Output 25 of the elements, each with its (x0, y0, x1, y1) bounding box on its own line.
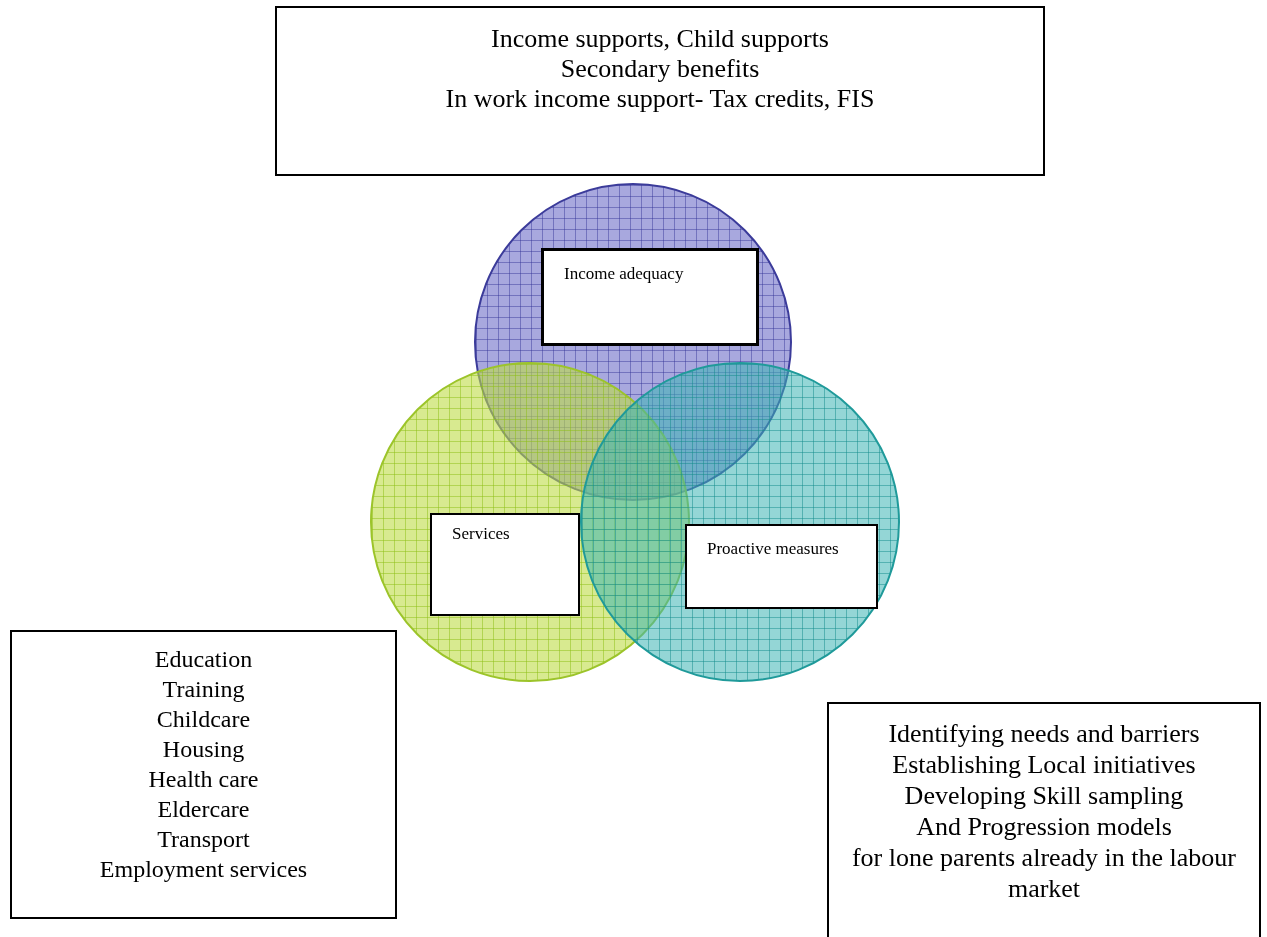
box-text: Proactive measures (707, 538, 840, 560)
text-box (685, 524, 878, 609)
text-box (827, 702, 1261, 937)
box-text: Childcare (155, 705, 252, 734)
box-text: for lone parents already in the labour market (850, 842, 1238, 904)
box-text: Income adequacy (564, 263, 685, 285)
box-text: And Progression models (915, 811, 1173, 842)
box-text: Education (153, 645, 254, 674)
box-text: Secondary benefits (559, 54, 761, 84)
box-text: In work income support- Tax credits, FIS (444, 84, 876, 114)
box-text: Developing Skill sampling (903, 780, 1185, 811)
text-box (275, 6, 1045, 176)
box-text: Transport (156, 825, 251, 854)
text-box (430, 513, 580, 616)
box-text: Income supports, Child supports (490, 24, 830, 54)
box-text: Training (161, 675, 246, 704)
text-box (541, 248, 759, 346)
box-text: Employment services (98, 855, 309, 884)
box-text: Health care (147, 765, 260, 794)
box-text: Establishing Local initiatives (891, 749, 1197, 780)
box-text: Housing (161, 735, 246, 764)
text-box (10, 630, 397, 919)
box-text: Services (452, 523, 511, 545)
box-text: Identifying needs and barriers (887, 718, 1201, 749)
box-text: Eldercare (156, 795, 251, 824)
